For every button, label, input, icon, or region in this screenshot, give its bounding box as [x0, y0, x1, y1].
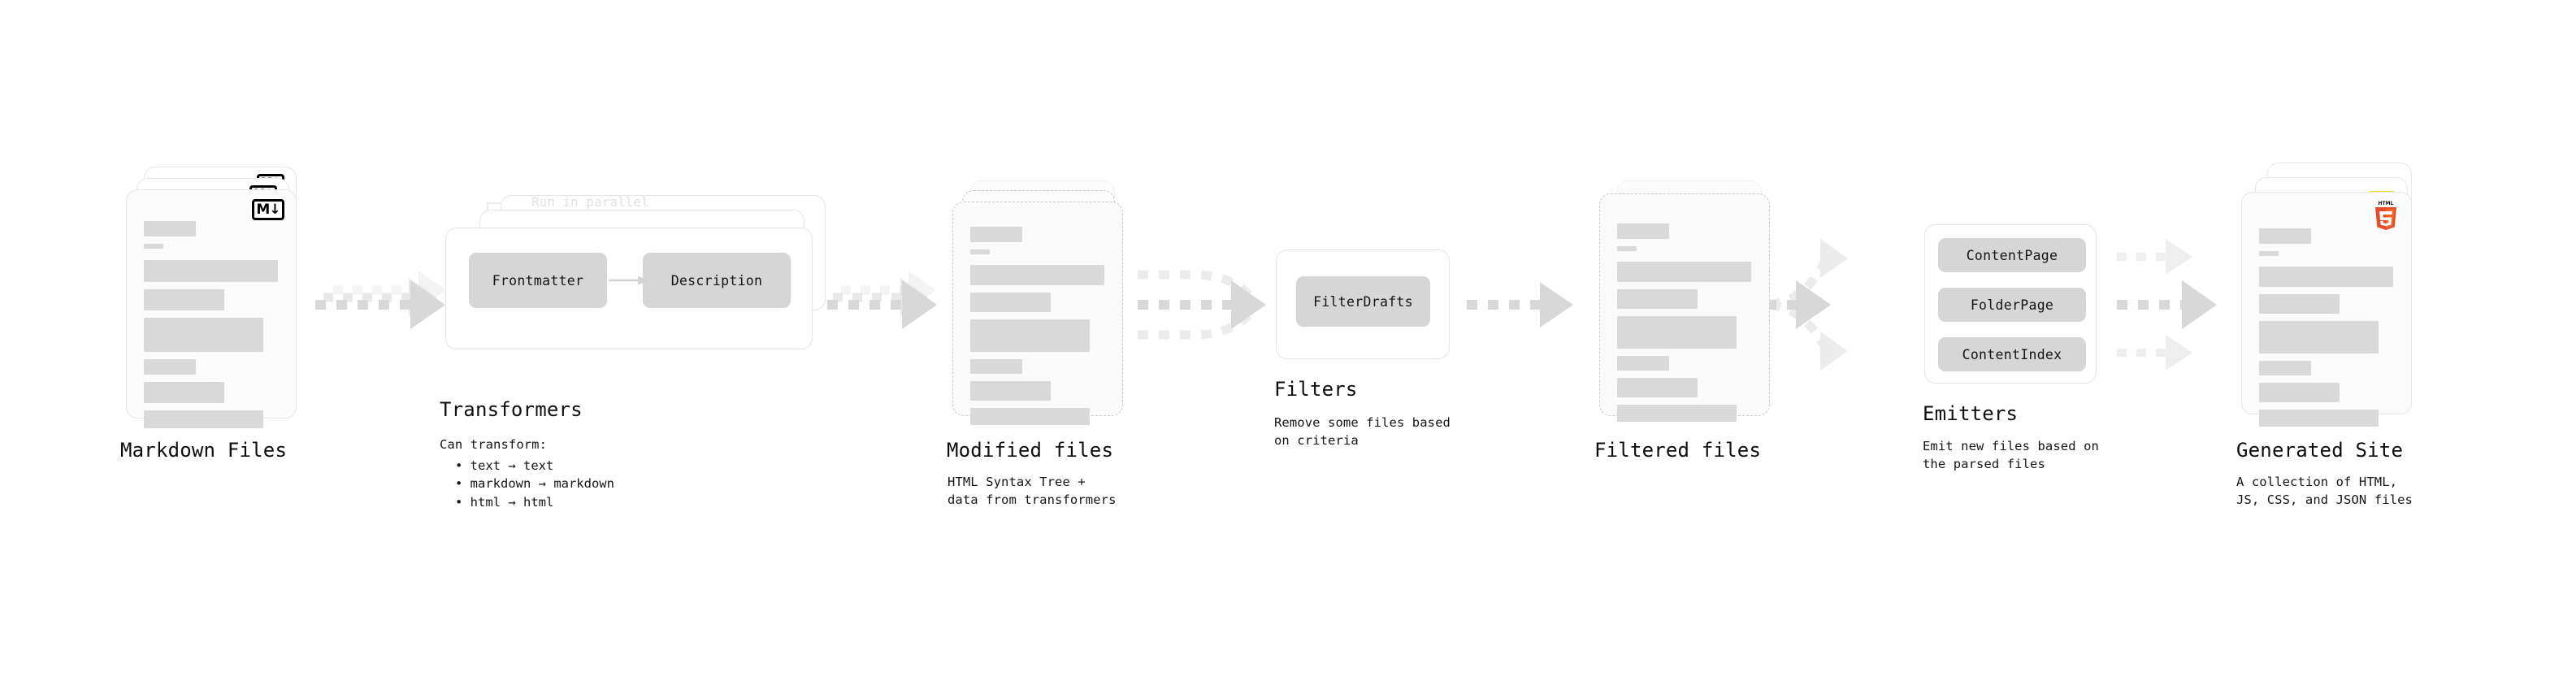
modified-skeleton-bars: [970, 227, 1106, 432]
markdown-skeleton-bars: [144, 221, 280, 436]
stage-generated-site: CSS HTML: [2236, 163, 2413, 507]
stage-title-emitters: Emitters: [1923, 402, 2019, 425]
filtered-file-stack: [1599, 180, 1770, 422]
stage-modified-files: Modified files HTML Syntax Tree + data f…: [947, 180, 1123, 507]
emitter-pill-label: FolderPage: [1970, 297, 2054, 313]
stage-filtered-files: Filtered files: [1594, 180, 1770, 462]
transformer-inner-arrow: [609, 275, 648, 285]
filtered-card-front: [1599, 193, 1770, 422]
stage-transformers: Frontmatter Description Run in parallel …: [440, 194, 827, 510]
markdown-file-stack: M↓ M↓ M↓: [126, 167, 297, 428]
stage-markdown-files: M↓ M↓ M↓ Markdown Files: [120, 167, 297, 462]
stage-subtitle-modified: HTML Syntax Tree + data from transformer…: [948, 475, 1117, 508]
run-in-parallel-note: Run in parallel: [531, 194, 649, 210]
generated-file-stack: CSS HTML: [2241, 163, 2412, 427]
markdown-icon: M↓: [252, 199, 284, 220]
transformer-group-front: Frontmatter Description: [445, 228, 813, 349]
filters-group: FilterDrafts: [1276, 249, 1450, 359]
transformers-intro: Can transform:: [440, 437, 548, 452]
stage-title-transformers: Transformers: [440, 398, 583, 421]
list-item: • html → html: [455, 494, 554, 510]
filtered-skeleton-bars: [1617, 223, 1753, 429]
transformer-pill-label: Frontmatter: [492, 272, 584, 288]
list-item: • text → text: [455, 458, 554, 473]
generated-skeleton-bars: [2259, 228, 2395, 434]
filter-pill-label: FilterDrafts: [1313, 293, 1413, 310]
arrow-transformers-to-modified: [827, 271, 937, 329]
transformer-pill-label: Description: [670, 272, 763, 288]
stage-subtitle-generated: A collection of HTML, JS, CSS, and JSON …: [2236, 475, 2413, 508]
emitter-pill-contentpage[interactable]: ContentPage: [1938, 238, 2086, 272]
arrow-emitters-to-generated: [2117, 239, 2217, 371]
emitter-pill-folderpage[interactable]: FolderPage: [1938, 288, 2086, 322]
stage-title-markdown: Markdown Files: [120, 439, 288, 462]
emitter-pill-contentindex[interactable]: ContentIndex: [1938, 337, 2086, 371]
arrow-markdown-to-transformers: [315, 271, 446, 329]
stage-title-modified: Modified files: [947, 439, 1114, 462]
stage-subtitle-emitters: Emit new files based on the parsed files: [1923, 439, 2099, 472]
arrow-filters-to-filtered: [1467, 282, 1573, 327]
emitters-group: ContentPage FolderPage ContentIndex: [1924, 224, 2097, 384]
html5-icon: HTML: [2372, 199, 2400, 232]
transformers-stack: Frontmatter Description: [445, 195, 827, 349]
stage-subtitle-filters: Remove some files based on criteria: [1274, 415, 1451, 449]
filter-pill-filterdrafts[interactable]: FilterDrafts: [1296, 276, 1430, 327]
transformer-pill-frontmatter[interactable]: Frontmatter: [469, 253, 607, 308]
stage-title-filters: Filters: [1274, 378, 1358, 401]
emitter-pill-label: ContentPage: [1966, 247, 2058, 263]
list-item: • markdown → markdown: [455, 476, 614, 492]
transformer-pill-description[interactable]: Description: [643, 253, 791, 308]
modified-card-front: [952, 202, 1123, 425]
svg-text:HTML: HTML: [2379, 201, 2394, 206]
generated-card-html: HTML: [2241, 192, 2412, 427]
modified-file-stack: [952, 180, 1123, 425]
markdown-card-front: M↓: [126, 189, 297, 428]
arrow-modified-to-filters: [1138, 270, 1266, 340]
emitter-pill-label: ContentIndex: [1962, 346, 2062, 362]
stage-title-generated: Generated Site: [2236, 439, 2404, 462]
transformers-bullet-list: • text → text • markdown → markdown • ht…: [455, 457, 614, 511]
stage-title-filtered: Filtered files: [1594, 439, 1762, 462]
